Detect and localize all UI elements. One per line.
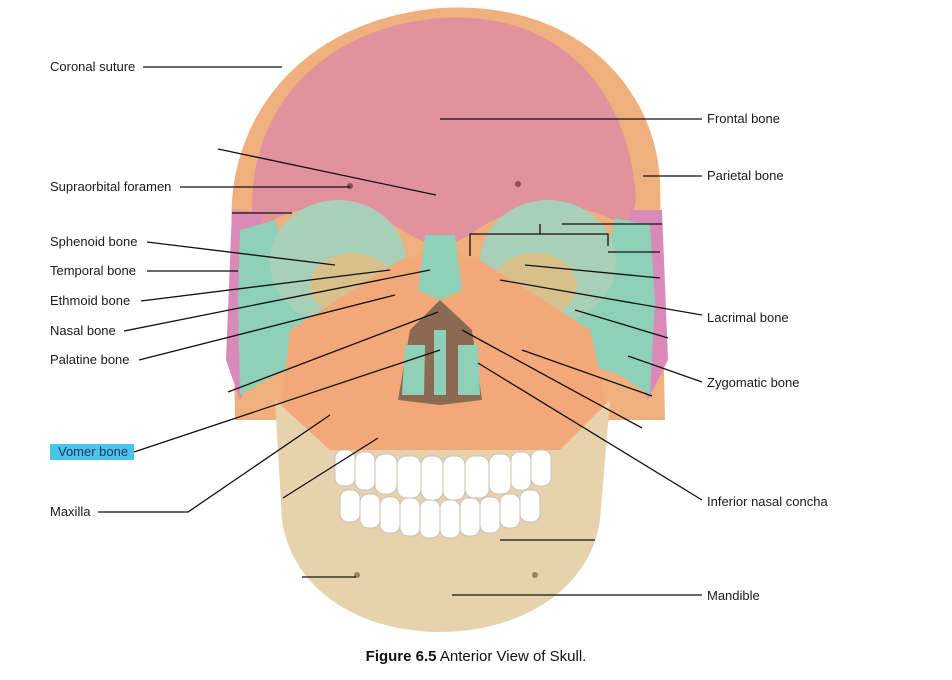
label-ethmoid-bone: Ethmoid bone (50, 293, 130, 309)
label-nasal-bone: Nasal bone (50, 323, 116, 339)
vomer-shape (434, 330, 446, 395)
label-palatine-bone: Palatine bone (50, 352, 130, 368)
label-lacrimal-bone: Lacrimal bone (707, 310, 789, 326)
mental-foramen-right (532, 572, 538, 578)
label-parietal-bone: Parietal bone (707, 168, 784, 184)
concha-left (402, 345, 425, 395)
label-coronal-suture: Coronal suture (50, 59, 135, 75)
label-supraorbital-foramen: Supraorbital foramen (50, 179, 171, 195)
label-zygomatic-bone: Zygomatic bone (707, 375, 800, 391)
concha-right (458, 345, 480, 395)
label-mandible: Mandible (707, 588, 760, 604)
label-inferior-nasal-concha: Inferior nasal concha (707, 494, 828, 510)
label-maxilla: Maxilla (50, 504, 90, 520)
supraorbital-foramen-right (515, 181, 521, 187)
label-sphenoid-bone: Sphenoid bone (50, 234, 137, 250)
figure-number: Figure 6.5 (366, 648, 437, 665)
nasal-bone-shape (418, 235, 462, 300)
label-frontal-bone: Frontal bone (707, 111, 780, 127)
figure-title: Anterior View of Skull. (440, 648, 586, 665)
label-vomer-bone: Vomer bone (50, 444, 134, 460)
supraorbital-foramen-left (347, 183, 353, 189)
label-temporal-bone: Temporal bone (50, 263, 136, 279)
figure-caption: Figure 6.5 Anterior View of Skull. (0, 648, 952, 665)
skull-illustration (226, 8, 668, 632)
